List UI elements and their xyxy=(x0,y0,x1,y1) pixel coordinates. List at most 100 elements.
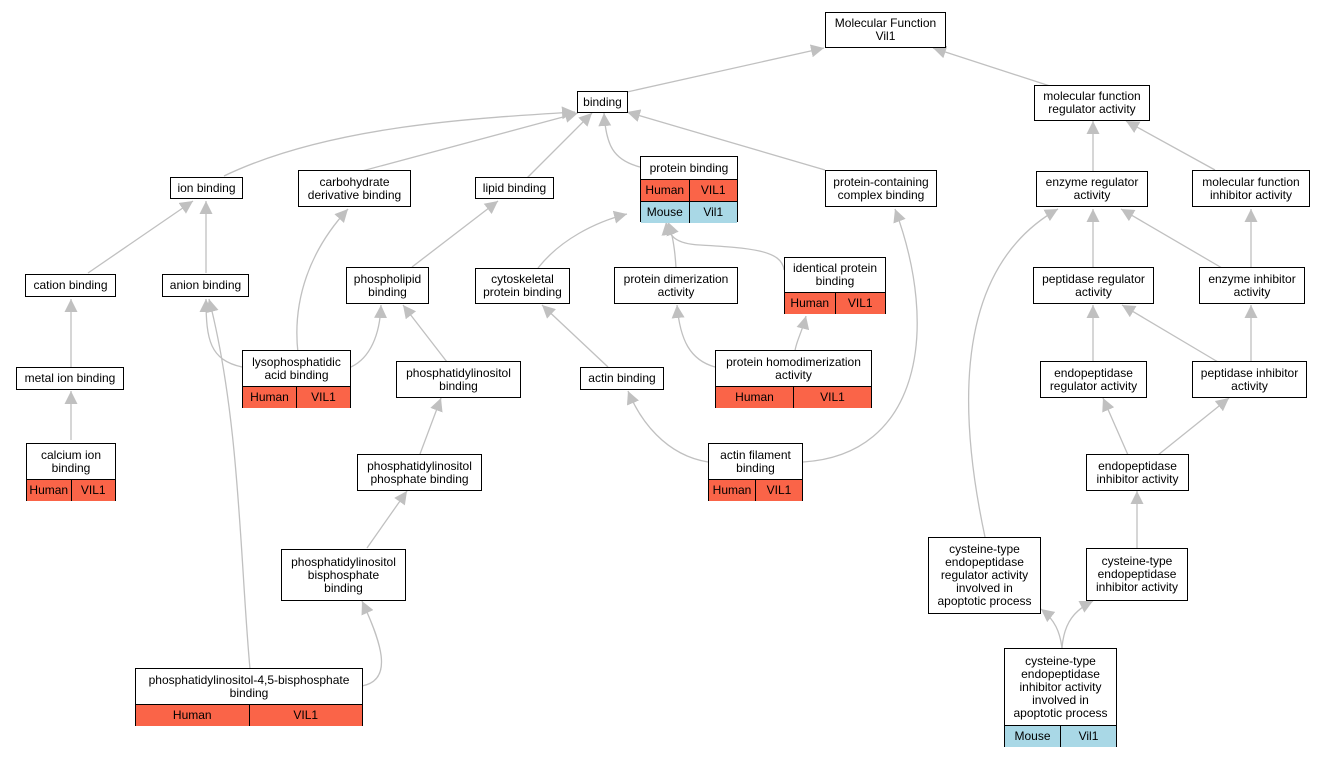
node-peptidase-inhibitor-activity[interactable]: peptidase inhibitor activity xyxy=(1192,361,1307,398)
node-ion-binding[interactable]: ion binding xyxy=(170,177,243,199)
node-label: cysteine-type endopeptidase inhibitor ac… xyxy=(1095,554,1179,594)
node-label: peptidase regulator activity xyxy=(1042,271,1145,299)
node-phospholipid-binding[interactable]: phospholipid binding xyxy=(346,267,429,304)
node-actin-filament-binding[interactable]: actin filament binding Human VIL1 xyxy=(708,443,803,501)
node-label: phosphatidylinositol binding xyxy=(406,365,511,393)
node-label: ion binding xyxy=(177,180,236,195)
gene-cell: Vil1 xyxy=(688,202,737,223)
node-metal-ion-binding[interactable]: metal ion binding xyxy=(16,367,124,390)
edge-dimer-protein xyxy=(666,221,679,269)
node-actin-binding[interactable]: actin binding xyxy=(580,367,664,390)
node-label: lipid binding xyxy=(482,180,547,195)
node-molecular-function[interactable]: Molecular Function Vil1 xyxy=(825,12,946,48)
edge-ptdins-phospholipid xyxy=(402,304,448,363)
node-label: enzyme regulator activity xyxy=(1045,175,1139,202)
node-enzyme-regulator-activity[interactable]: enzyme regulator activity xyxy=(1036,171,1148,207)
edge-protein-binding xyxy=(598,112,641,168)
node-anion-binding[interactable]: anion binding xyxy=(162,274,249,297)
node-label: calcium ion binding xyxy=(40,447,102,475)
species-cell: Mouse xyxy=(641,202,689,223)
edge-complex-binding xyxy=(626,109,826,171)
node-label: endopeptidase inhibitor activity xyxy=(1096,458,1179,486)
node-peptidase-regulator-activity[interactable]: peptidase regulator activity xyxy=(1033,267,1154,304)
gene-cell: Vil1 xyxy=(1060,726,1116,747)
edge-endopepinh-pepinh xyxy=(1157,397,1230,456)
edge-identical-protein xyxy=(661,221,785,271)
node-label: protein binding xyxy=(649,160,729,175)
node-label: carbohydrate derivative binding xyxy=(307,174,402,202)
node-endopeptidase-regulator-activity[interactable]: endopeptidase regulator activity xyxy=(1040,361,1147,398)
node-endopeptidase-inhibitor-activity[interactable]: endopeptidase inhibitor activity xyxy=(1086,454,1189,491)
node-cytoskeletal-protein-binding[interactable]: cytoskeletal protein binding xyxy=(475,268,570,304)
node-label: identical protein binding xyxy=(792,261,878,288)
node-label: phospholipid binding xyxy=(353,271,422,299)
node-label: peptidase inhibitor activity xyxy=(1200,365,1299,393)
edge-pip2-anion xyxy=(205,298,251,670)
edge-mfreg-root xyxy=(932,45,1051,87)
node-phosphatidylinositol-4-5-bisphosphate-binding[interactable]: phosphatidylinositol-4,5-bisphosphate bi… xyxy=(135,668,363,726)
gene-cell: VIL1 xyxy=(296,387,350,408)
node-label: molecular function inhibitor activity xyxy=(1202,174,1300,202)
species-cell: Human xyxy=(27,480,71,501)
node-binding[interactable]: binding xyxy=(577,91,628,113)
node-label: enzyme inhibitor activity xyxy=(1208,271,1296,299)
node-cation-binding[interactable]: cation binding xyxy=(25,274,116,297)
node-label: phosphatidylinositol bisphosphate bindin… xyxy=(291,554,396,595)
node-calcium-ion-binding[interactable]: calcium ion binding Human VIL1 xyxy=(26,443,116,501)
node-cysteine-type-endopeptidase-inhibitor-activity[interactable]: cysteine-type endopeptidase inhibitor ac… xyxy=(1086,548,1188,601)
node-cysteine-type-endopeptidase-regulator-activity-apoptotic[interactable]: cysteine-type endopeptidase regulator ac… xyxy=(928,537,1041,614)
node-phosphatidylinositol-binding[interactable]: phosphatidylinositol binding xyxy=(396,361,521,398)
node-phosphatidylinositol-bisphosphate-binding[interactable]: phosphatidylinositol bisphosphate bindin… xyxy=(281,549,406,601)
node-label: cysteine-type endopeptidase regulator ac… xyxy=(937,542,1032,608)
edge-ptdinsbp-ptdinsp xyxy=(366,490,408,549)
edge-pip2-ptdinsbp xyxy=(361,600,383,687)
edge-cysinhapop-cysreg xyxy=(1040,608,1063,649)
edge-binding-root xyxy=(626,44,825,93)
node-label: phosphatidylinositol-4,5-bisphosphate bi… xyxy=(148,672,350,700)
edge-ptdinsp-ptdins xyxy=(419,397,443,455)
node-identical-protein-binding[interactable]: identical protein binding Human VIL1 xyxy=(784,257,886,314)
edge-lyso-phospholipid xyxy=(350,304,388,368)
node-label: binding xyxy=(583,94,622,109)
node-label: protein dimerization activity xyxy=(623,271,729,299)
node-carbohydrate-derivative-binding[interactable]: carbohydrate derivative binding xyxy=(298,170,411,207)
species-cell: Human xyxy=(243,387,296,408)
gene-cell: VIL1 xyxy=(834,293,885,314)
node-enzyme-inhibitor-activity[interactable]: enzyme inhibitor activity xyxy=(1199,267,1305,304)
node-label: cysteine-type endopeptidase inhibitor ac… xyxy=(1013,653,1108,720)
node-protein-dimerization-activity[interactable]: protein dimerization activity xyxy=(614,267,738,304)
edge-cysreg-enzreg xyxy=(968,208,1059,538)
species-row-human: Human VIL1 xyxy=(716,386,871,408)
node-phosphatidylinositol-phosphate-binding[interactable]: phosphatidylinositol phosphate binding xyxy=(357,454,482,491)
node-molecular-function-regulator-activity[interactable]: molecular function regulator activity xyxy=(1034,85,1150,121)
species-row-human: Human VIL1 xyxy=(641,179,737,201)
species-row-human: Human VIL1 xyxy=(136,704,362,726)
node-protein-homodimerization-activity[interactable]: protein homodimerization activity Human … xyxy=(715,350,872,408)
gene-cell: VIL1 xyxy=(755,480,802,501)
edge-homodimer-dimer xyxy=(671,304,716,368)
node-label: cation binding xyxy=(33,278,108,292)
edge-actinfil-complex xyxy=(802,208,918,463)
edge-cation-ion xyxy=(87,200,194,274)
species-cell: Mouse xyxy=(1005,726,1060,747)
node-lysophosphatidic-acid-binding[interactable]: lysophosphatidic acid binding Human VIL1 xyxy=(242,350,351,408)
gene-cell: VIL1 xyxy=(248,705,362,726)
node-label: actin binding xyxy=(588,371,656,385)
edge-actin-cytoskel xyxy=(541,304,609,368)
node-lipid-binding[interactable]: lipid binding xyxy=(475,177,554,199)
edge-cytoskel-protein xyxy=(537,210,628,269)
node-protein-containing-complex-binding[interactable]: protein-containing complex binding xyxy=(825,170,937,207)
edge-homodimer-identical xyxy=(794,315,810,352)
node-molecular-function-inhibitor-activity[interactable]: molecular function inhibitor activity xyxy=(1192,170,1310,207)
node-label: Molecular Function Vil1 xyxy=(834,16,937,43)
edge-enzinh-enzreg xyxy=(1120,208,1223,269)
gene-cell: VIL1 xyxy=(70,480,115,501)
node-label: endopeptidase regulator activity xyxy=(1049,365,1138,393)
node-label: actin filament binding xyxy=(720,447,791,475)
species-row-human: Human VIL1 xyxy=(243,386,350,408)
node-cysteine-type-endopeptidase-inhibitor-activity-apoptotic[interactable]: cysteine-type endopeptidase inhibitor ac… xyxy=(1004,648,1117,747)
gene-cell: VIL1 xyxy=(688,180,737,201)
node-protein-binding[interactable]: protein binding Human VIL1 Mouse Vil1 xyxy=(640,156,738,223)
